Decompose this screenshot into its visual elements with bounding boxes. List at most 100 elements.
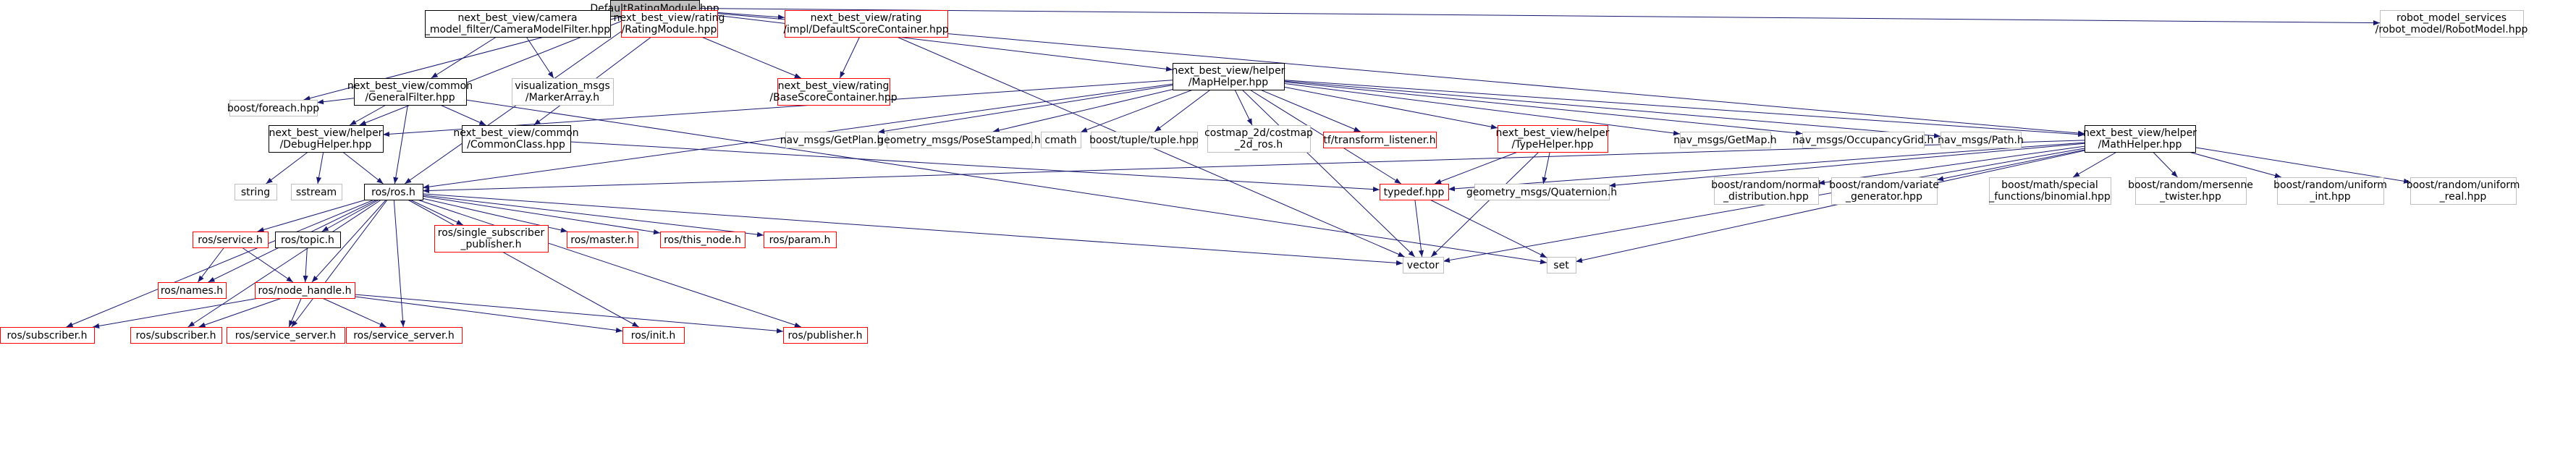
node-occ_grid[interactable]: nav_msgs/OccupancyGrid.h <box>1793 132 1934 148</box>
node-default_score[interactable]: next_best_view/rating/impl/DefaultScoreC… <box>783 10 949 38</box>
edge-map_helper-to-costmap <box>1234 89 1253 126</box>
node-label: /MarkerArray.h <box>525 92 599 103</box>
node-variate_gen[interactable]: boost/random/variate_generator.hpp <box>1829 177 1939 205</box>
node-set[interactable]: set <box>1547 257 1576 273</box>
node-box-service_server2 <box>346 327 463 344</box>
node-box-publisher_h <box>783 327 868 344</box>
node-box-tuple <box>1091 132 1198 148</box>
node-box-marker_array <box>512 78 614 106</box>
node-service_server1[interactable]: ros/service_server.h <box>227 327 345 344</box>
node-label: ros/service.h <box>198 234 263 246</box>
edge-root-to-robot_model <box>698 8 2381 26</box>
node-names_h[interactable]: ros/names.h <box>158 282 227 299</box>
node-label: ros/service_server.h <box>235 330 337 342</box>
edge-general_filter-to-debug_helper <box>349 104 387 126</box>
node-label: next_best_view/camera <box>457 12 577 24</box>
node-service_h[interactable]: ros/service.h <box>193 232 269 248</box>
node-typedef[interactable]: typedef.hpp <box>1380 184 1449 200</box>
node-get_plan[interactable]: nav_msgs/GetPlan.h <box>780 132 884 148</box>
node-label: ros/subscriber.h <box>135 330 216 342</box>
node-costmap[interactable]: costmap_2d/costmap_2d_ros.h <box>1204 125 1313 153</box>
node-topic_h[interactable]: ros/topic.h <box>275 232 341 248</box>
node-single_sub[interactable]: ros/single_subscriber_publisher.h <box>434 225 549 253</box>
edge-math_helper-to-mersenne <box>2153 151 2178 178</box>
node-box-tf_listener <box>1323 132 1437 148</box>
node-math_helper[interactable]: next_best_view/helper/MathHelper.hpp <box>2083 125 2197 153</box>
node-map_helper[interactable]: next_best_view/helper/MapHelper.hpp <box>1172 63 1285 90</box>
node-box-typedef <box>1380 184 1449 200</box>
node-binomial[interactable]: boost/math/special_functions/binomial.hp… <box>1988 177 2111 205</box>
node-label: ros/topic.h <box>281 234 334 246</box>
node-service_server2[interactable]: ros/service_server.h <box>346 327 463 344</box>
node-subscriber1[interactable]: ros/subscriber.h <box>0 327 95 344</box>
node-type_helper[interactable]: next_best_view/helper/TypeHelper.hpp <box>1496 125 1610 153</box>
node-param_h[interactable]: ros/param.h <box>764 232 837 248</box>
edge-ros_h-to-subscriber2 <box>187 199 382 328</box>
edge-general_filter-to-set <box>465 99 1547 265</box>
node-boost_foreach[interactable]: boost/foreach.hpp <box>227 100 319 116</box>
node-box-map_helper <box>1173 63 1285 90</box>
node-mersenne[interactable]: boost/random/mersenne_twister.hpp <box>2128 177 2253 205</box>
edge-map_helper-to-pose_stamped <box>992 89 1173 133</box>
node-label: _generator.hpp <box>1845 191 1922 203</box>
node-robot_model[interactable]: robot_model_services/robot_model/RobotMo… <box>2376 10 2528 38</box>
edge-ros_h-to-init_h <box>407 199 639 328</box>
node-node_handle[interactable]: ros/node_handle.h <box>255 282 355 299</box>
edge-map_helper-to-type_helper <box>1283 86 1498 130</box>
node-common_class[interactable]: next_best_view/common/CommonClass.hpp <box>453 125 579 153</box>
edge-general_filter-to-common_class <box>439 104 486 126</box>
node-box-service_server1 <box>227 327 345 344</box>
node-general_filter[interactable]: next_best_view/common/GeneralFilter.hpp <box>347 78 473 106</box>
node-uniform_int[interactable]: boost/random/uniform_int.hpp <box>2273 177 2387 205</box>
node-camera_filter[interactable]: next_best_view/camera_model_filter/Camer… <box>424 10 611 38</box>
node-label: /CommonClass.hpp <box>467 139 565 150</box>
node-box-subscriber1 <box>0 327 95 344</box>
node-quaternion[interactable]: geometry_msgs/Quaternion.h <box>1466 184 1617 200</box>
node-master_h[interactable]: ros/master.h <box>567 232 638 248</box>
edge-service_h-to-node_handle <box>241 247 294 283</box>
node-this_node[interactable]: ros/this_node.h <box>660 232 746 248</box>
node-box-param_h <box>764 232 837 248</box>
node-label: /impl/DefaultScoreContainer.hpp <box>783 24 948 35</box>
node-normal_dist[interactable]: boost/random/normal_distribution.hpp <box>1711 177 1821 205</box>
node-label: nav_msgs/GetPlan.h <box>780 135 884 146</box>
node-tf_listener[interactable]: tf/transform_listener.h <box>1323 132 1437 148</box>
node-path[interactable]: nav_msgs/Path.h <box>1938 132 2024 148</box>
node-label: ros/service_server.h <box>353 330 455 342</box>
node-base_score[interactable]: next_best_view/rating/BaseScoreContainer… <box>769 78 898 106</box>
node-sstream[interactable]: sstream <box>291 184 342 200</box>
edge-map_helper-to-occ_grid <box>1283 81 1803 136</box>
node-label: _twister.hpp <box>2159 191 2221 203</box>
node-label: geometry_msgs/Quaternion.h <box>1466 187 1617 198</box>
node-vector[interactable]: vector <box>1403 257 1444 273</box>
edge-camera_filter-to-marker_array <box>525 36 554 79</box>
edge-ros_h-to-node_handle <box>311 199 387 283</box>
node-pose_stamped[interactable]: geometry_msgs/PoseStamped.h <box>877 132 1041 148</box>
node-string[interactable]: string <box>235 184 277 200</box>
node-tuple[interactable]: boost/tuple/tuple.hpp <box>1089 132 1199 148</box>
node-label: _publisher.h <box>460 239 522 250</box>
node-cmath[interactable]: cmath <box>1041 132 1081 148</box>
node-label: ros/ros.h <box>371 187 415 198</box>
node-box-occ_grid <box>1802 132 1925 148</box>
node-uniform_real[interactable]: boost/random/uniform_real.hpp <box>2407 177 2520 205</box>
node-marker_array[interactable]: visualization_msgs/MarkerArray.h <box>512 78 614 106</box>
node-publisher_h[interactable]: ros/publisher.h <box>783 327 868 344</box>
edge-ros_h-to-master_h <box>422 198 568 233</box>
node-label: /MathHelper.hpp <box>2098 139 2182 150</box>
node-get_map[interactable]: nav_msgs/GetMap.h <box>1673 132 1777 148</box>
node-label: next_best_view/common <box>453 127 578 139</box>
node-box-get_map <box>1680 132 1771 148</box>
node-subscriber2[interactable]: ros/subscriber.h <box>130 327 222 344</box>
node-label: /MapHelper.hpp <box>1188 77 1268 88</box>
node-ros_h[interactable]: ros/ros.h <box>364 184 423 200</box>
node-debug_helper[interactable]: next_best_view/helper/DebugHelper.hpp <box>269 125 384 153</box>
node-label: next_best_view/helper <box>269 127 383 139</box>
node-init_h[interactable]: ros/init.h <box>622 327 685 344</box>
node-label: /TypeHelper.hpp <box>1512 139 1594 150</box>
node-box-math_helper <box>2085 125 2196 153</box>
node-label: next_best_view/common <box>347 80 473 92</box>
edge-math_helper-to-binomial <box>2072 151 2117 178</box>
node-box-mersenne <box>2135 177 2247 205</box>
node-rating_module[interactable]: next_best_view/rating/RatingModule.hpp <box>614 10 725 38</box>
